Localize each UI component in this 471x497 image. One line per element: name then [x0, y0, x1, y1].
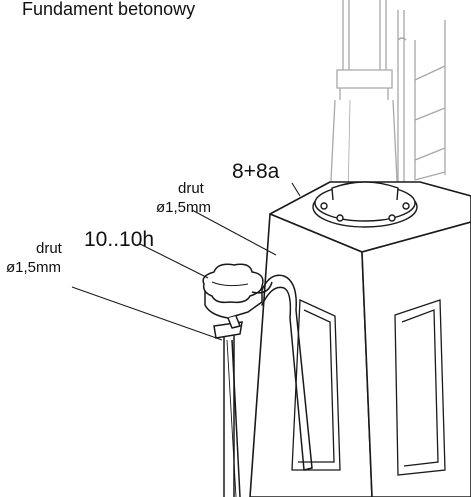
- upper-wire-label: drut: [178, 180, 205, 197]
- leader-cap: [139, 243, 209, 279]
- page-title: Fundament betonowy: [22, 0, 195, 19]
- cap-part-label: 10..10h: [84, 228, 154, 251]
- foundation-openings: [291, 299, 446, 476]
- leader-lower-wire: [71, 286, 223, 341]
- leader-foundation: [291, 182, 301, 197]
- cable-conduit: [261, 274, 313, 471]
- mast-base-flange: [312, 181, 418, 228]
- foundation-part-label: 8+8a: [232, 160, 280, 183]
- mast-column: [329, 0, 446, 201]
- upper-wire-size-label: ø1,5mm: [156, 199, 211, 216]
- leader-lines: [71, 182, 301, 341]
- cap-clamp: [202, 263, 273, 329]
- leader-upper-wire: [191, 209, 277, 256]
- ground-rod: [213, 321, 243, 497]
- lower-wire-size-label: ø1,5mm: [6, 259, 61, 276]
- lower-wire-label: drut: [36, 240, 63, 257]
